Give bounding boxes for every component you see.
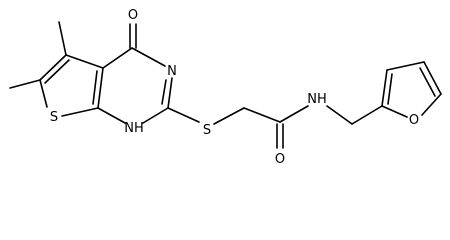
bond-c4-n3 bbox=[131, 47, 166, 67]
bond-c5-c6-double bbox=[44, 59, 70, 84]
bond-c4a-c7a-double bbox=[92, 70, 98, 105]
bond-c2-s bbox=[167, 107, 200, 123]
bond-furan-c5-o bbox=[421, 93, 442, 116]
bond-c4a-c7a bbox=[97, 67, 104, 109]
atom-label-ring-nitrogen: N bbox=[167, 64, 177, 79]
bonds bbox=[9, 21, 442, 149]
atom-label-furan-oxygen: O bbox=[409, 113, 419, 128]
bond-co-nh bbox=[279, 105, 309, 123]
bond-c2-n1 bbox=[142, 107, 169, 124]
atom-label-amide-oxygen: O bbox=[275, 152, 285, 167]
atom-labels: O N NH S S O NH O bbox=[50, 8, 419, 167]
bond-ch2-furan bbox=[351, 105, 383, 125]
bond-furan-o-c2 bbox=[381, 105, 408, 118]
bond-c7a-s bbox=[61, 107, 99, 117]
bond-c5-c6 bbox=[39, 54, 67, 81]
bond-nh-ch2 bbox=[326, 105, 353, 125]
bond-furan-c4-c5-double bbox=[419, 67, 436, 97]
bond-s-ch2 bbox=[213, 107, 245, 125]
atom-label-amide-nh: NH bbox=[307, 92, 327, 107]
bond-furan-c4-c5 bbox=[423, 61, 442, 95]
atom-label-ring-nh: NH bbox=[124, 121, 144, 136]
bond-c5-c4a bbox=[65, 54, 104, 69]
bond-c4a-c4 bbox=[102, 47, 133, 69]
bond-methyl-top bbox=[58, 21, 67, 56]
bond-furan-c3-c4 bbox=[386, 61, 425, 71]
bond-methyl-left bbox=[9, 79, 41, 89]
bond-furan-c2-c3-double bbox=[387, 73, 393, 105]
bond-furan-c2-c3 bbox=[381, 69, 388, 107]
bond-s-c6 bbox=[39, 79, 48, 108]
atom-label-oxo-oxygen: O bbox=[128, 8, 138, 23]
atom-label-thioether-sulfur: S bbox=[203, 123, 211, 138]
atom-label-thiophene-sulfur: S bbox=[50, 110, 58, 125]
bond-n3-c2 bbox=[167, 77, 173, 109]
bond-n1-c7a bbox=[97, 107, 126, 124]
bond-n3-c2-double bbox=[161, 79, 167, 105]
structure-canvas: O N NH S S O NH O bbox=[9, 8, 442, 167]
bond-ch2-co bbox=[243, 107, 281, 123]
molecule-diagram: O N NH S S O NH O bbox=[9, 8, 442, 167]
